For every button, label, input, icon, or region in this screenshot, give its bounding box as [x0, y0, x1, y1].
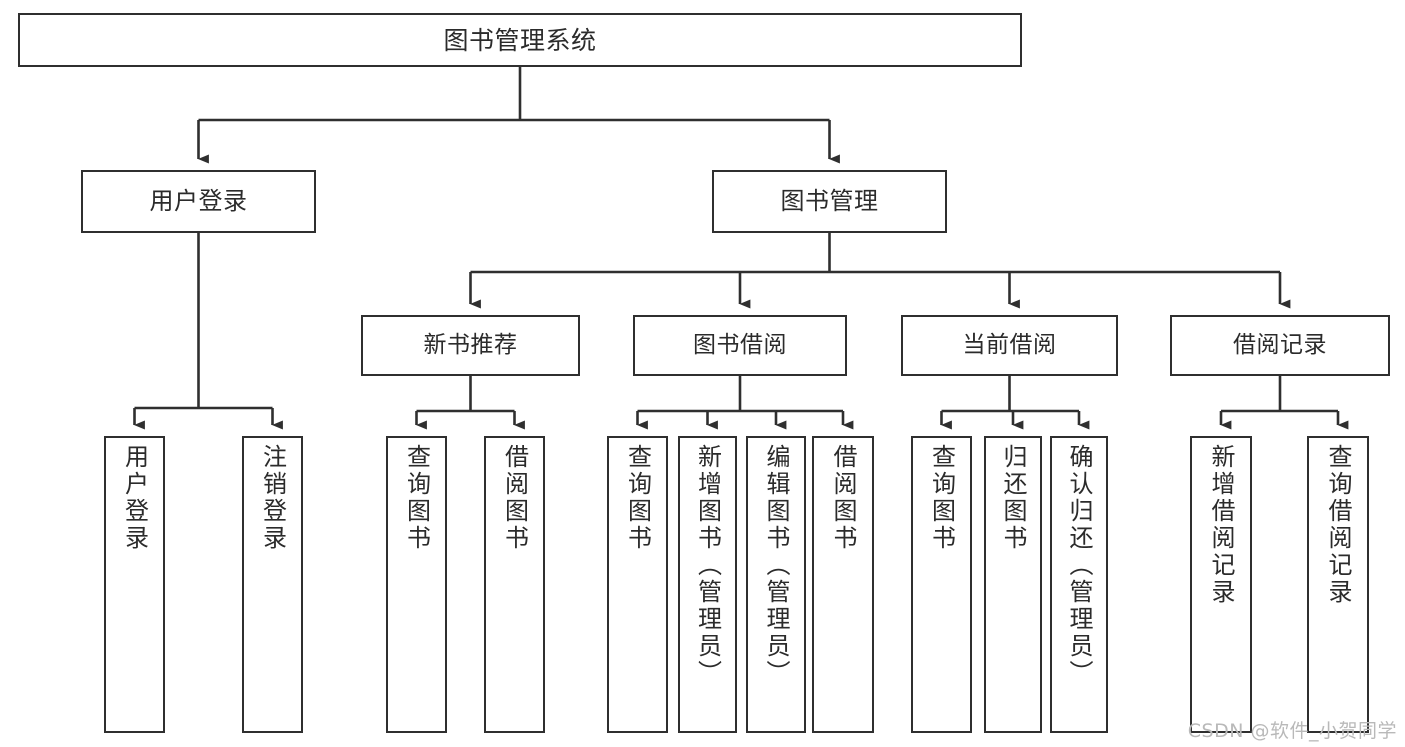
- node-leaf-user-login-label: 用户登录: [120, 444, 149, 552]
- node-root-label: 图书管理系统: [443, 25, 597, 55]
- node-borrow-record-label: 借阅记录: [1233, 332, 1327, 359]
- node-leaf-confirm-return-label: 确认归还（管理员）: [1065, 444, 1093, 687]
- node-leaf-return-book[interactable]: 归还图书: [984, 436, 1042, 733]
- watermark-text: CSDN @软件_小贺同学: [1187, 720, 1397, 742]
- node-leaf-return-book-label: 归还图书: [999, 444, 1027, 552]
- node-leaf-borrow-book-rec[interactable]: 借阅图书: [484, 436, 545, 733]
- node-current-borrow[interactable]: 当前借阅: [901, 315, 1118, 376]
- node-leaf-confirm-return[interactable]: 确认归还（管理员）: [1050, 436, 1108, 733]
- node-leaf-add-borrow-rec[interactable]: 新增借阅记录: [1190, 436, 1252, 733]
- node-leaf-query-book-rec[interactable]: 查询图书: [386, 436, 447, 733]
- node-leaf-user-logout-label: 注销登录: [258, 444, 287, 552]
- node-leaf-query-book-cur[interactable]: 查询图书: [911, 436, 972, 733]
- node-leaf-user-login[interactable]: 用户登录: [104, 436, 165, 733]
- node-leaf-borrow-book-rec-label: 借阅图书: [500, 444, 529, 552]
- node-leaf-query-borrow-rec-label: 查询借阅记录: [1324, 444, 1352, 606]
- node-new-book-rec[interactable]: 新书推荐: [361, 315, 580, 376]
- node-leaf-add-borrow-rec-label: 新增借阅记录: [1207, 444, 1235, 606]
- node-leaf-borrow-book-label: 借阅图书: [829, 444, 857, 552]
- node-leaf-query-borrow-rec[interactable]: 查询借阅记录: [1307, 436, 1369, 733]
- node-leaf-user-logout[interactable]: 注销登录: [242, 436, 303, 733]
- node-leaf-borrow-book[interactable]: 借阅图书: [812, 436, 874, 733]
- node-book-borrow[interactable]: 图书借阅: [633, 315, 847, 376]
- node-leaf-edit-book-admin[interactable]: 编辑图书（管理员）: [746, 436, 806, 733]
- node-borrow-record[interactable]: 借阅记录: [1170, 315, 1390, 376]
- node-leaf-query-book-cur-label: 查询图书: [927, 444, 956, 552]
- node-book-manage[interactable]: 图书管理: [712, 170, 947, 233]
- node-leaf-query-book-label: 查询图书: [623, 444, 652, 552]
- node-book-manage-label: 图书管理: [780, 186, 879, 215]
- node-root[interactable]: 图书管理系统: [18, 13, 1022, 67]
- node-leaf-add-book-admin[interactable]: 新增图书（管理员）: [678, 436, 737, 733]
- node-current-borrow-label: 当前借阅: [962, 332, 1057, 359]
- node-book-borrow-label: 图书借阅: [693, 332, 787, 359]
- node-leaf-query-book[interactable]: 查询图书: [607, 436, 668, 733]
- node-new-book-rec-label: 新书推荐: [423, 332, 518, 359]
- node-user-login-label: 用户登录: [149, 186, 248, 215]
- node-user-login[interactable]: 用户登录: [81, 170, 316, 233]
- node-leaf-add-book-admin-label: 新增图书（管理员）: [693, 444, 722, 687]
- node-leaf-edit-book-admin-label: 编辑图书（管理员）: [762, 444, 790, 687]
- node-leaf-query-book-rec-label: 查询图书: [402, 444, 431, 552]
